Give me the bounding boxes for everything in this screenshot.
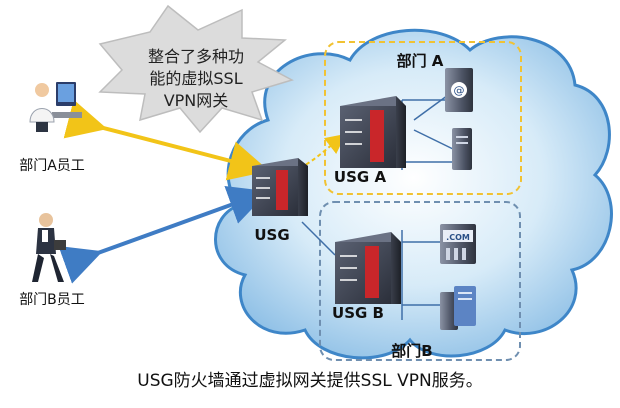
mail-server-icon: @ (445, 68, 473, 112)
burst-line-1: 整合了多种功 (148, 47, 244, 66)
usg-to-usga-link (299, 133, 346, 169)
employee-a-connection (63, 99, 270, 181)
dept-b-zone (319, 201, 521, 361)
web-symbol: .COM (446, 233, 470, 242)
web-server-icon: .COM (440, 224, 476, 264)
burst-line-3: VPN网关 (164, 91, 229, 110)
dept-a-zone (324, 41, 522, 195)
usg-a-label: USG A (334, 168, 387, 186)
vpn-gateway-burst: 整合了多种功 能的虚拟SSL VPN网关 (98, 4, 294, 134)
figure-caption: USG防火墙通过虚拟网关提供SSL VPN服务。 (137, 371, 483, 391)
dept-b-zone-label: 部门B (391, 342, 432, 360)
firewall-icon (252, 158, 308, 216)
user-computer-icon (29, 82, 82, 132)
employee-a-label: 部门A员工 (19, 158, 85, 174)
usg-b-label: USG B (332, 304, 384, 322)
firewall-icon (335, 232, 401, 304)
employee-b-connection (58, 185, 269, 284)
usg-main-label: USG (254, 226, 289, 244)
walking-user-icon (32, 213, 66, 282)
server-icon (452, 128, 472, 170)
burst-line-2: 能的虚拟SSL (149, 69, 242, 88)
firewall-icon (340, 96, 406, 168)
server-icon (440, 286, 476, 330)
mail-symbol: @ (454, 84, 465, 97)
dept-a-zone-label: 部门 A (397, 52, 444, 70)
employee-b-label: 部门B员工 (19, 292, 85, 308)
